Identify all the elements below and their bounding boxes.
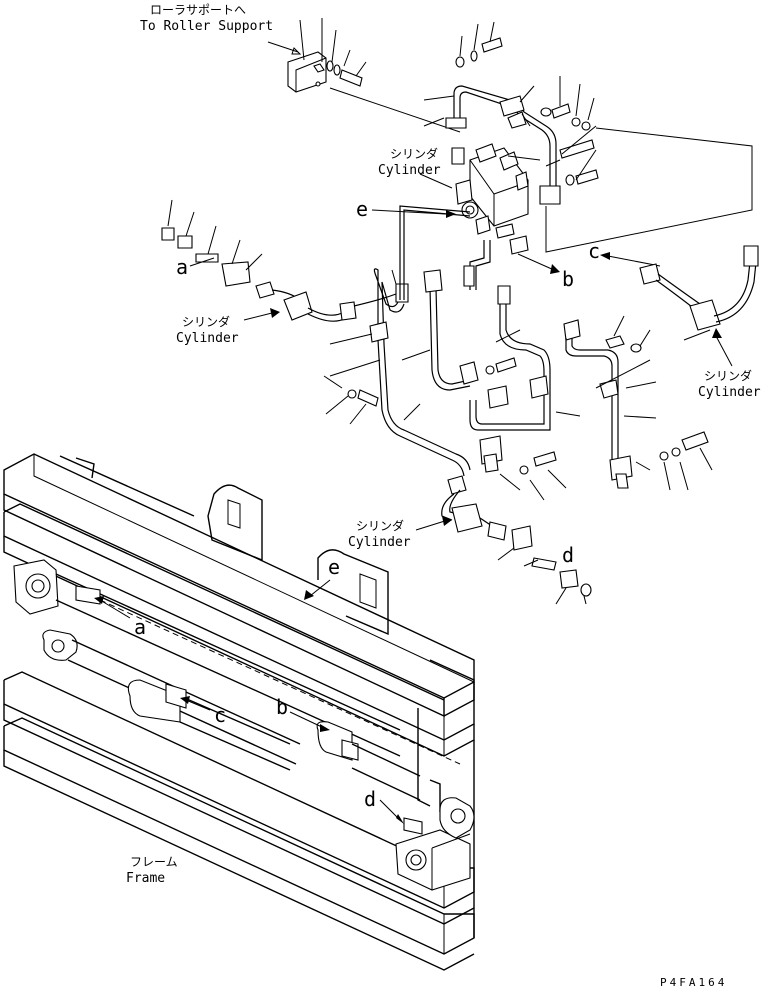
cylinder-c [127, 679, 291, 771]
marker-e-lower: e [304, 555, 340, 600]
valve-block [451, 143, 561, 255]
middle-bolts [323, 359, 381, 425]
svg-text:e: e [328, 555, 340, 579]
marker-d-lower: d [364, 787, 404, 824]
svg-text:To Roller Support: To Roller Support [140, 19, 273, 34]
svg-text:d: d [562, 543, 574, 567]
cylinder-label-middle: シリンダ Cylinder [348, 516, 452, 550]
svg-text:a: a [176, 255, 188, 279]
upper-bolts [455, 21, 595, 131]
valve-mount-bolts [559, 125, 599, 186]
right-center-bolts [605, 315, 713, 491]
marker-d-upper: d [562, 543, 574, 567]
svg-text:Cylinder: Cylinder [176, 331, 239, 346]
svg-text:Cylinder: Cylinder [378, 163, 441, 178]
middle-lower-hose [441, 435, 592, 605]
marker-b-upper: b [517, 253, 574, 291]
cylinder-b [316, 721, 421, 801]
frame-back-plates [59, 455, 475, 812]
svg-text:フレーム: フレーム [130, 855, 178, 869]
right-center-pipes [563, 319, 657, 489]
svg-text:e: e [356, 197, 368, 221]
top-pipe-loop [423, 85, 561, 205]
marker-a-lower: a [94, 596, 146, 639]
top-cylinder-a [13, 559, 461, 765]
svg-text:Cylinder: Cylinder [348, 535, 411, 550]
svg-text:c: c [214, 703, 226, 727]
middle-pipes [329, 205, 581, 477]
cylinder-d-end [395, 797, 475, 891]
svg-text:シリンダ: シリンダ [704, 368, 752, 383]
svg-text:d: d [364, 787, 376, 811]
svg-text:Cylinder: Cylinder [698, 385, 761, 400]
svg-text:b: b [276, 695, 288, 719]
svg-text:シリンダ: シリンダ [182, 314, 230, 329]
svg-text:ローラサポートへ: ローラサポートへ [150, 3, 246, 17]
drawing-code: P4FA164 [660, 976, 727, 989]
marker-c-upper: c [588, 239, 661, 267]
frame-rail-top [3, 453, 475, 718]
svg-text:a: a [134, 615, 146, 639]
roller-support-label: ローラサポートへ To Roller Support [140, 3, 273, 34]
svg-text:b: b [562, 267, 574, 291]
cylinder-label-top: シリンダ Cylinder [378, 146, 453, 189]
marker-b-lower: b [276, 695, 330, 732]
marker-e-upper: e [356, 197, 456, 221]
right-hose [639, 245, 759, 331]
cylinder-label-left: シリンダ Cylinder [176, 308, 280, 346]
marker-a-upper: a [176, 255, 215, 279]
marker-c-lower: c [180, 696, 226, 727]
frame-rail-second [3, 503, 475, 757]
left-hose [255, 281, 409, 322]
svg-text:シリンダ: シリンダ [356, 518, 404, 533]
left-hose-parts [161, 199, 263, 287]
roller-support-bracket [267, 18, 461, 133]
cylinder-label-right: シリンダ Cylinder [683, 328, 761, 400]
frame-rail-bottom [3, 717, 475, 971]
svg-text:c: c [588, 239, 600, 263]
frame-label: フレーム Frame [126, 855, 178, 886]
svg-text:Frame: Frame [126, 871, 165, 886]
svg-text:シリンダ: シリンダ [390, 146, 438, 161]
